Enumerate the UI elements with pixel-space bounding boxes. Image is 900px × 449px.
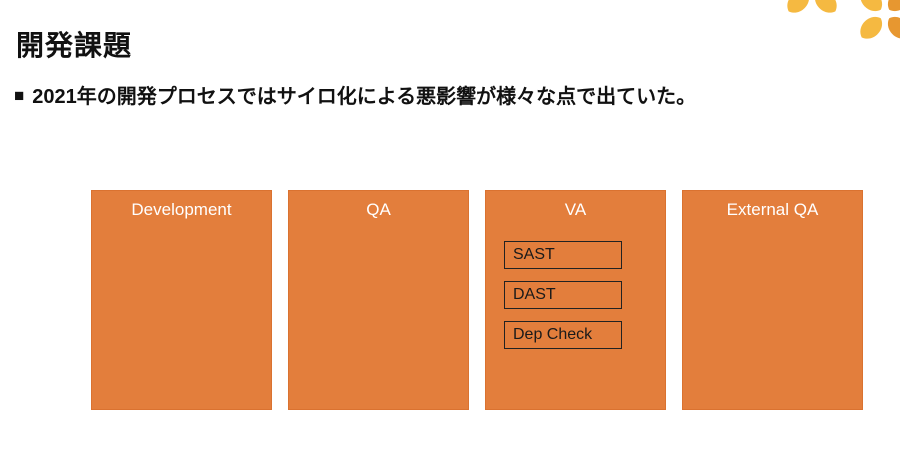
process-box-external-qa: External QA xyxy=(682,190,863,410)
bullet-text: 2021年の開発プロセスではサイロ化による悪影響が様々な点で出ていた。 xyxy=(32,86,697,108)
box-label-development: Development xyxy=(131,200,232,219)
box-label-external-qa: External QA xyxy=(726,200,819,219)
petal-icon xyxy=(855,11,888,44)
petal-icon xyxy=(809,0,842,18)
sub-box-label-dep-check: Dep Check xyxy=(513,326,593,343)
process-boxes: Development QA VA SAST DAST Dep Check Ex… xyxy=(91,190,863,410)
bullet-line: ■ 2021年の開発プロセスではサイロ化による悪影響が様々な点で出ていた。 xyxy=(14,80,696,109)
process-box-va: VA SAST DAST Dep Check xyxy=(485,190,666,410)
sub-box-sast: SAST xyxy=(504,241,622,269)
process-box-qa: QA xyxy=(288,190,469,410)
sub-box-label-dast: DAST xyxy=(513,286,556,303)
petal-flower-ornament xyxy=(782,0,900,44)
process-box-development: Development xyxy=(91,190,272,410)
box-label-va: VA xyxy=(564,200,587,219)
petal-flower-small xyxy=(782,0,842,18)
petal-icon xyxy=(882,0,900,17)
sub-box-label-sast: SAST xyxy=(513,246,555,263)
petal-icon xyxy=(782,0,815,18)
page-title: 開発課題 xyxy=(16,30,133,61)
sub-box-dast: DAST xyxy=(504,281,622,309)
petal-flower-corner xyxy=(855,0,900,44)
box-label-qa: QA xyxy=(366,200,391,219)
sub-box-dep-check: Dep Check xyxy=(504,321,622,349)
bullet-marker-icon: ■ xyxy=(14,86,25,105)
petal-icon xyxy=(855,0,888,17)
petal-icon xyxy=(882,11,900,44)
